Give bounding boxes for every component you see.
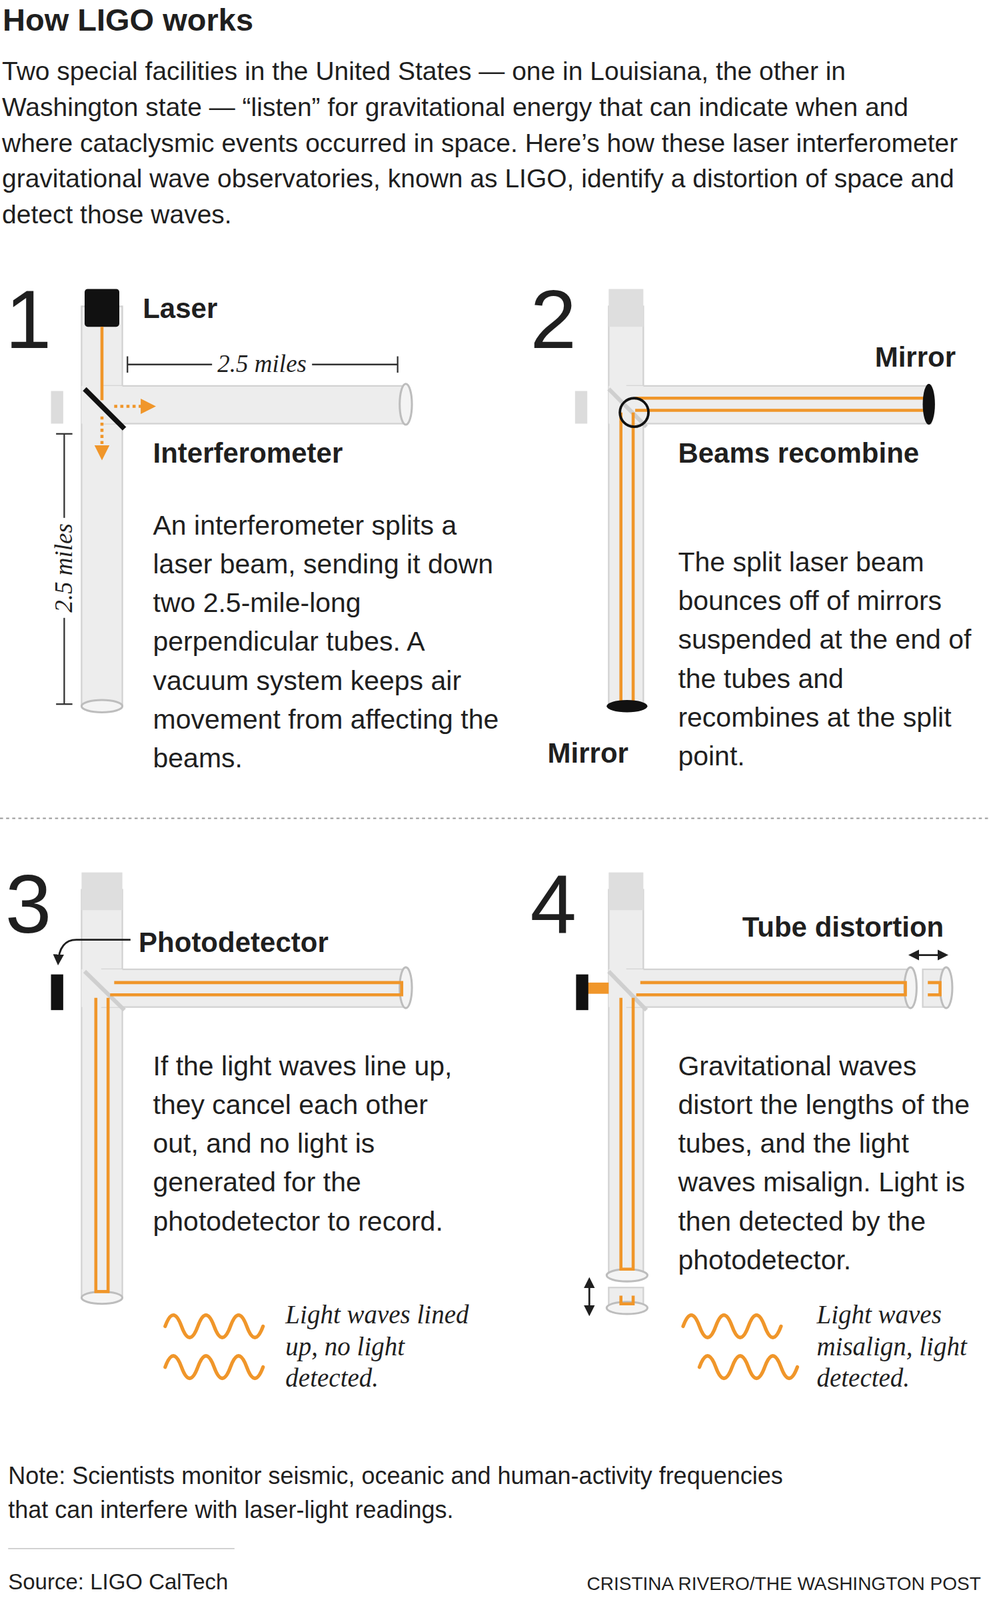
laser-beam bbox=[635, 397, 926, 410]
separator bbox=[0, 817, 989, 820]
light-wave bbox=[165, 1314, 264, 1338]
distortion-arrow bbox=[588, 1278, 591, 1314]
end-mirror bbox=[399, 383, 412, 425]
laser-beam bbox=[621, 1295, 634, 1304]
dimension-label: 2.5 miles bbox=[50, 517, 78, 618]
light-wave bbox=[683, 1314, 782, 1338]
pointer-arrow bbox=[57, 939, 131, 964]
tube-cap bbox=[608, 872, 644, 911]
laser-source bbox=[84, 289, 120, 328]
side-block bbox=[50, 391, 63, 424]
beam-splitter bbox=[84, 971, 125, 1010]
end-mirror bbox=[81, 1290, 122, 1303]
tube-cap bbox=[81, 872, 122, 911]
source: Source: LIGO CalTech bbox=[7, 1568, 228, 1595]
end-mirror bbox=[81, 699, 122, 712]
side-block bbox=[575, 391, 588, 424]
footer-rule bbox=[7, 1547, 235, 1549]
beam-splitter bbox=[608, 971, 647, 1010]
laser-beam bbox=[621, 412, 634, 702]
beam-splitter bbox=[84, 971, 125, 1010]
photodetector bbox=[50, 974, 63, 1011]
side-block bbox=[50, 391, 63, 424]
wave-note: Light waves misalign, light detected. bbox=[816, 1298, 983, 1395]
light-wave bbox=[165, 1314, 264, 1379]
laser-beam bbox=[927, 982, 940, 995]
step-number: 2 bbox=[530, 277, 578, 361]
dimension-line bbox=[126, 355, 128, 372]
photodetector bbox=[575, 974, 588, 1011]
dimension-line bbox=[397, 355, 399, 372]
photodetector bbox=[586, 982, 610, 994]
photodetector bbox=[575, 974, 609, 1011]
laser-beam bbox=[621, 997, 634, 1269]
laser-beam bbox=[101, 326, 153, 458]
step-heading: Interferometer bbox=[152, 436, 343, 470]
beam-splitter bbox=[608, 971, 647, 1010]
step-heading: Beams recombine bbox=[677, 436, 944, 470]
tube bbox=[81, 306, 122, 707]
footer-rule bbox=[7, 1547, 235, 1549]
note: Note: Scientists monitor seismic, oceani… bbox=[7, 1458, 784, 1527]
dimension-line bbox=[55, 703, 72, 705]
laser-beam bbox=[100, 416, 104, 458]
step-heading: Photodetector bbox=[138, 925, 329, 959]
beam-splitter bbox=[608, 388, 647, 427]
separator bbox=[0, 817, 989, 820]
distortion-arrow bbox=[910, 953, 947, 956]
beam-splitter bbox=[84, 388, 125, 429]
laser-beam bbox=[109, 982, 402, 995]
end-mirror bbox=[606, 1268, 648, 1281]
tube-cap bbox=[608, 289, 644, 328]
beam-splitter bbox=[84, 388, 125, 429]
laser-source bbox=[84, 289, 120, 328]
dimension-line bbox=[55, 433, 72, 435]
pointer-arrow bbox=[57, 939, 131, 964]
tube bbox=[101, 385, 406, 424]
step-number: 1 bbox=[5, 277, 52, 361]
intro-text: Two special facilities in the United Sta… bbox=[1, 53, 985, 233]
step-text: The split laser beam bounces off of mirr… bbox=[677, 542, 983, 776]
tube-cap bbox=[608, 872, 644, 911]
mirror bbox=[923, 383, 936, 425]
step-text: Gravitational waves distort the lengths … bbox=[677, 1046, 983, 1279]
laser-beam bbox=[113, 404, 153, 408]
step-heading: Laser bbox=[142, 291, 218, 325]
title: How LIGO works bbox=[2, 1, 254, 39]
laser-beam bbox=[636, 982, 906, 995]
tube-cap bbox=[81, 872, 122, 911]
end-mirror bbox=[81, 383, 412, 713]
end-mirror bbox=[940, 967, 953, 1008]
laser-beam bbox=[95, 997, 108, 1292]
dimension-label: 2.5 miles bbox=[211, 350, 312, 378]
photodetector bbox=[50, 974, 63, 1011]
wave-note: Light waves lined up, no light detected. bbox=[285, 1298, 474, 1395]
step-heading: Mirror bbox=[875, 340, 956, 374]
recombine-circle bbox=[619, 397, 649, 427]
step-number: 3 bbox=[5, 861, 52, 946]
step-text: If the light waves line up, they cancel … bbox=[152, 1046, 480, 1241]
light-wave bbox=[699, 1355, 798, 1379]
side-block bbox=[575, 391, 588, 424]
tube bbox=[101, 969, 406, 1007]
light-wave bbox=[165, 1355, 264, 1379]
step-text: An interferometer splits a laser beam, s… bbox=[152, 505, 505, 778]
light-wave bbox=[683, 1314, 798, 1379]
step-number: 4 bbox=[530, 861, 578, 946]
tube bbox=[627, 969, 913, 1007]
tube bbox=[81, 889, 122, 1298]
recombine-circle bbox=[619, 397, 649, 427]
tube bbox=[608, 889, 644, 1275]
beam-splitter bbox=[608, 388, 647, 427]
step-heading: Mirror bbox=[547, 736, 629, 770]
step-heading: Tube distortion bbox=[742, 910, 945, 944]
credit: CRISTINA RIVERO/THE WASHINGTON POST bbox=[587, 1572, 982, 1595]
tube bbox=[608, 306, 644, 707]
mirror bbox=[606, 699, 648, 712]
tube bbox=[627, 385, 932, 424]
laser-beam bbox=[100, 326, 104, 400]
tube-cap bbox=[608, 289, 644, 328]
